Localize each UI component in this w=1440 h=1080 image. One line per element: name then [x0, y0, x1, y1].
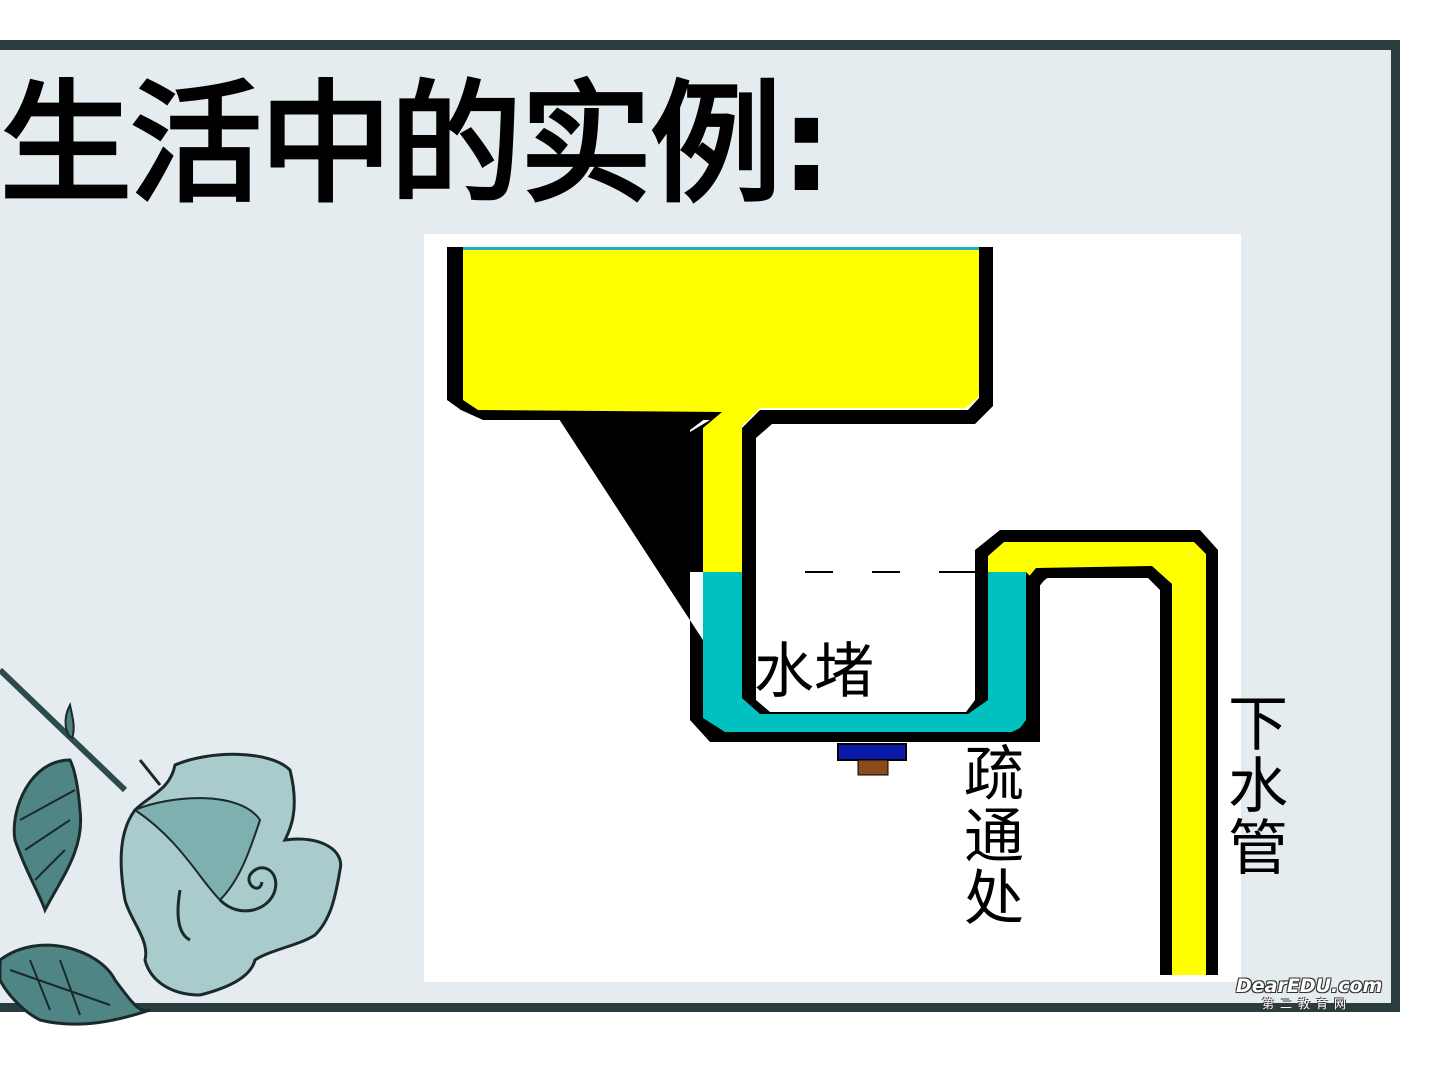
- rose-icon: [0, 667, 343, 1026]
- label-cleanout-point: 疏 通 处: [962, 745, 1026, 931]
- frame-bottom-border: [0, 1003, 1400, 1012]
- frame-right-border: [1391, 40, 1400, 1012]
- label-char: 水: [1228, 752, 1288, 822]
- cleanout-stem: [857, 759, 889, 776]
- label-char: 疏: [964, 740, 1024, 810]
- label-water-clog: 水堵: [754, 637, 874, 707]
- dearedu-watermark: DearEDU.com 第二教育网: [1236, 975, 1416, 1015]
- label-char: 处: [964, 864, 1024, 934]
- sink-trap-diagram: [424, 234, 1241, 982]
- label-char: 下: [1228, 690, 1288, 760]
- watermark-line2: 第二教育网: [1262, 997, 1353, 1011]
- slide-title: 生活中的实例:: [0, 68, 833, 222]
- watermark-line1: DearEDU.com: [1236, 975, 1383, 997]
- pipe-diagram-graphic: [447, 247, 1218, 975]
- label-char: 管: [1228, 814, 1288, 884]
- cleanout-cap: [837, 743, 907, 761]
- frame-top-border: [0, 40, 1400, 50]
- label-drain-pipe: 下 水 管: [1226, 695, 1290, 881]
- label-char: 通: [964, 802, 1024, 872]
